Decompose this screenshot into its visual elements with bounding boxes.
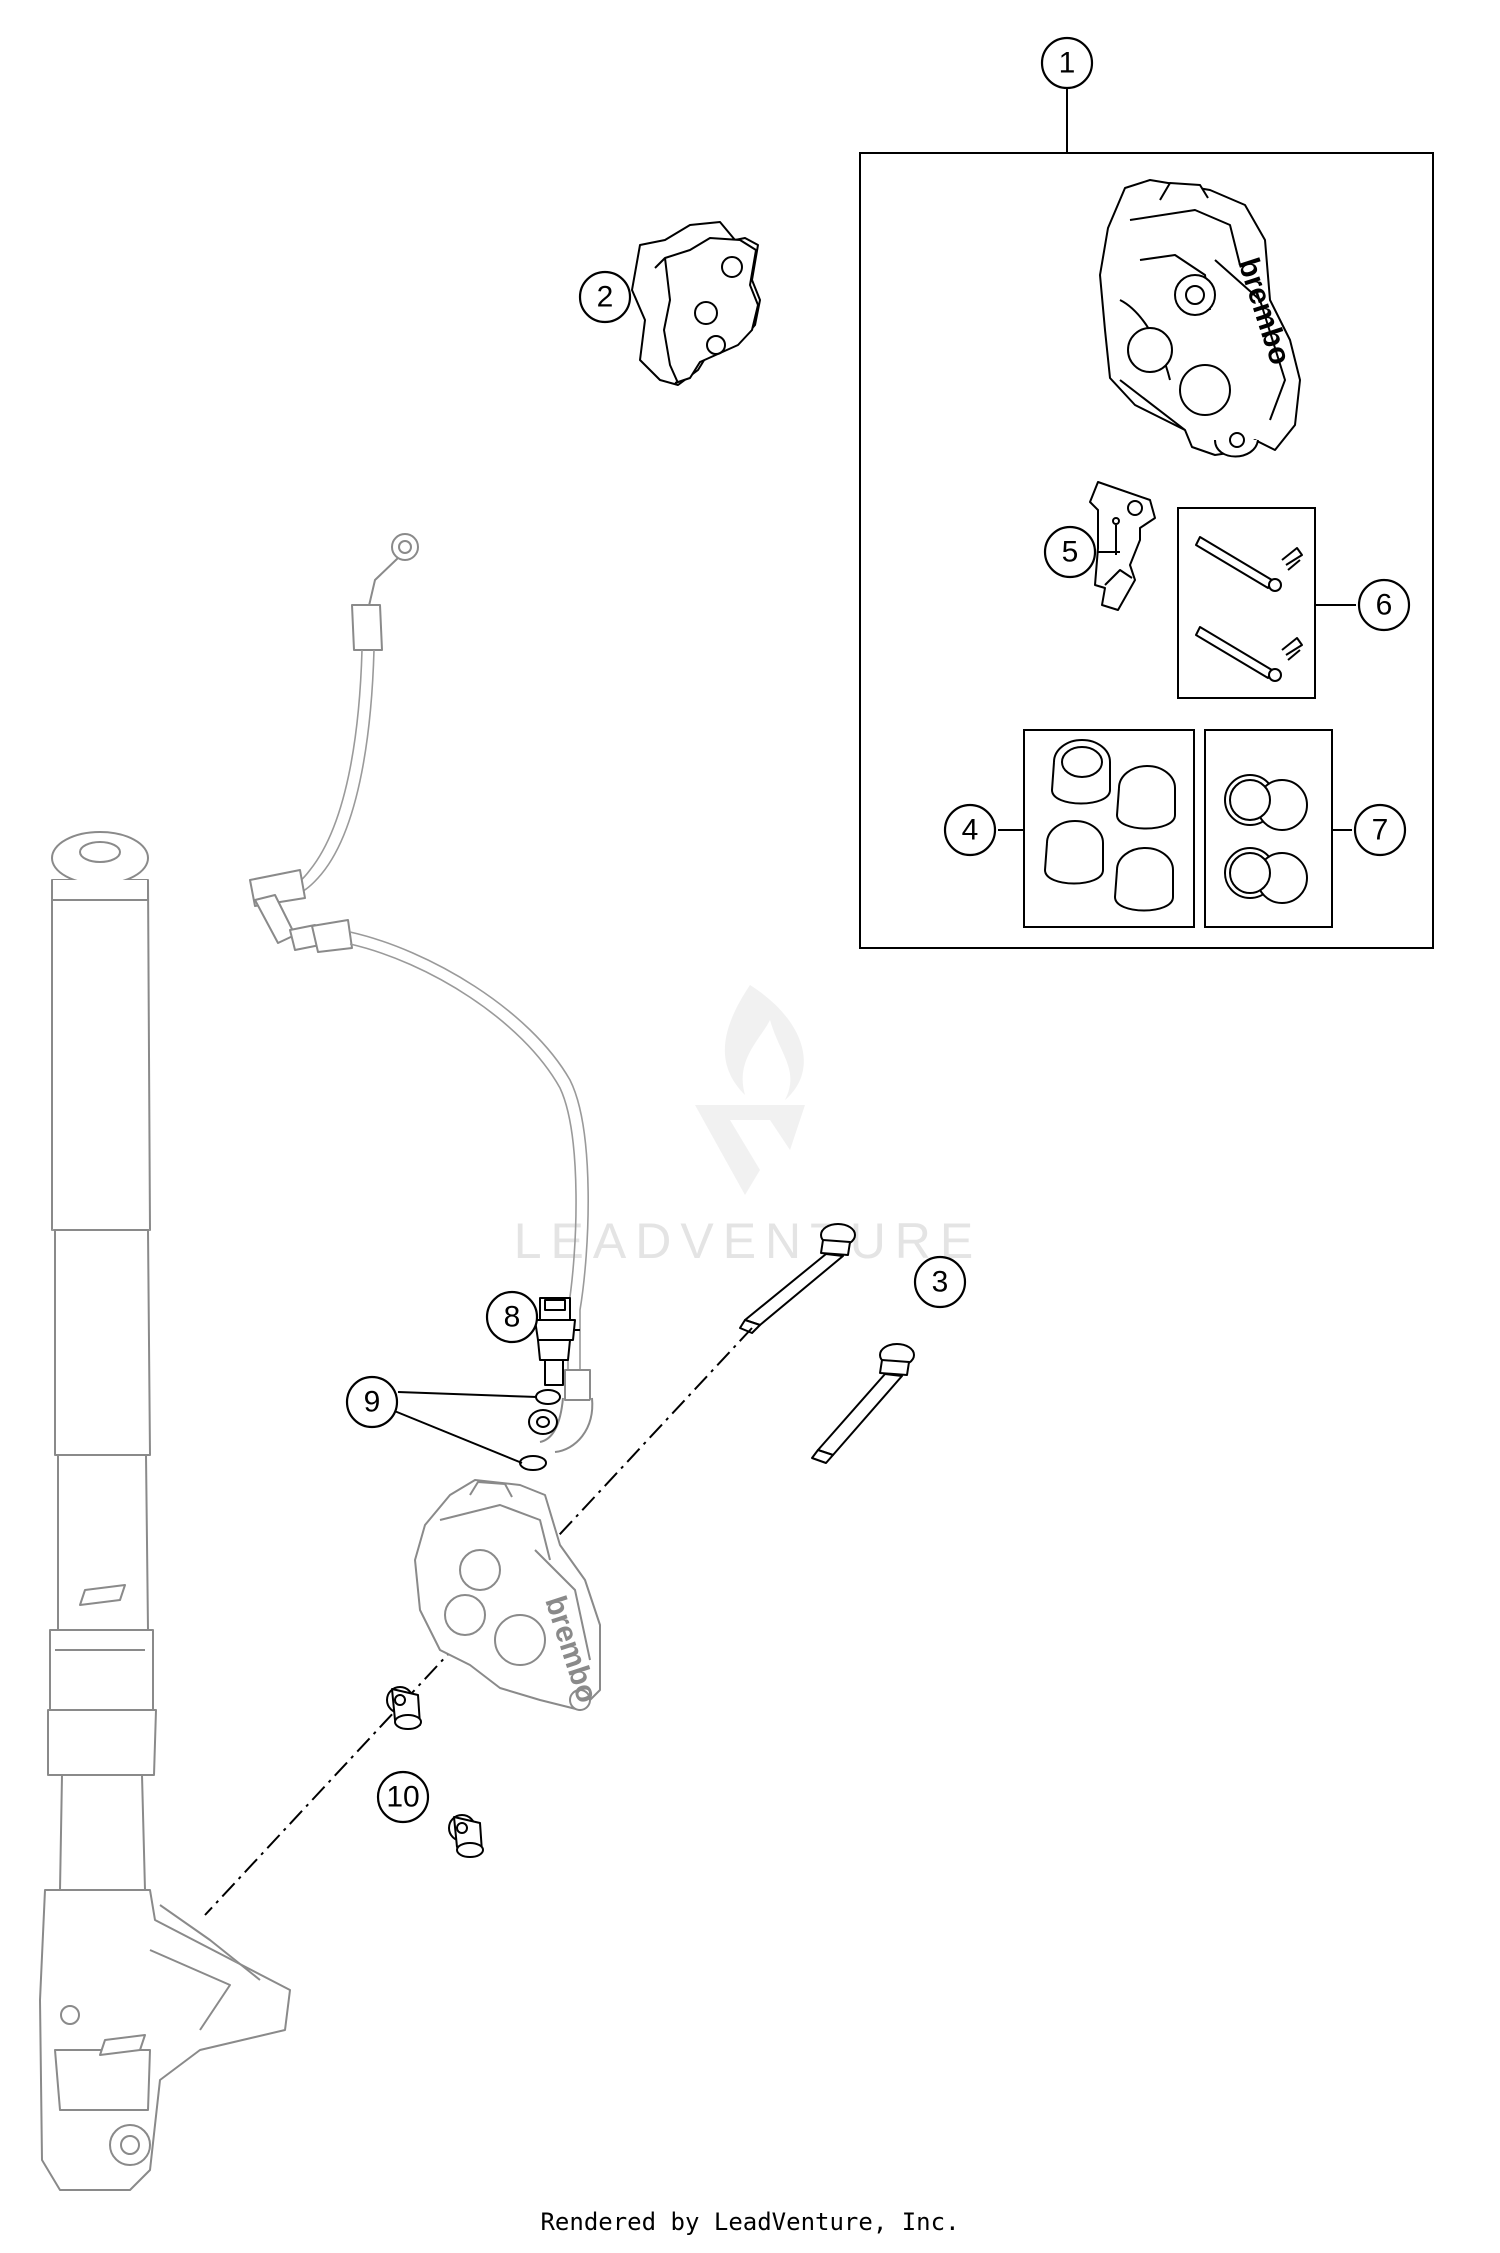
callout-7-label: 7 — [1372, 814, 1389, 847]
piston-4 — [1114, 847, 1174, 912]
callout-5-label: 5 — [1062, 536, 1079, 569]
pad-spring-clip — [1089, 481, 1156, 611]
piston-2 — [1116, 765, 1176, 830]
washer-lower — [519, 1455, 547, 1471]
spacer-upper — [386, 1686, 422, 1730]
flame-logo-icon — [695, 985, 805, 1195]
callout-6-label: 6 — [1376, 589, 1393, 622]
callout-10: 10 — [376, 1770, 430, 1824]
leader-lines — [391, 551, 1356, 1464]
pad-pin-upper — [1195, 536, 1303, 592]
callout-2: 2 — [578, 270, 632, 324]
caliper-assembly-kit: brembo — [1099, 179, 1301, 458]
washer-upper — [535, 1389, 561, 1405]
pad-pin-lower — [1195, 626, 1303, 682]
callout-9: 9 — [345, 1375, 399, 1429]
watermark-text: LEADVENTURE — [514, 1213, 983, 1269]
brake-hose-ghost — [249, 533, 594, 1453]
callout-8-label: 8 — [504, 1301, 521, 1334]
callout-4-label: 4 — [962, 814, 979, 847]
caliper-kit-box — [859, 88, 1434, 949]
mounting-bolt-upper — [739, 1223, 856, 1334]
pin-set-box — [1177, 507, 1316, 699]
callout-6: 6 — [1357, 578, 1411, 632]
callout-3-label: 3 — [932, 1266, 949, 1299]
mounting-bolt-lower — [811, 1343, 915, 1464]
callout-10-label: 10 — [386, 1781, 419, 1814]
seal-ring-upper — [1224, 774, 1308, 831]
front-fork-ghost — [39, 831, 291, 2191]
callout-3: 3 — [913, 1255, 967, 1309]
sealing-washers — [519, 1389, 561, 1471]
callout-2-label: 2 — [597, 281, 614, 314]
callout-1: 1 — [1040, 36, 1094, 90]
spacer-lower — [448, 1814, 484, 1858]
leadventure-watermark: LEADVENTURE — [514, 985, 983, 1269]
bleed-screw-assembly — [534, 1297, 580, 1386]
piston-3 — [1044, 820, 1104, 885]
brake-pads — [631, 221, 761, 386]
callout-5: 5 — [1043, 525, 1097, 579]
callout-7: 7 — [1353, 803, 1407, 857]
piston-1 — [1051, 739, 1111, 805]
callout-8: 8 — [485, 1290, 539, 1344]
callout-1-label: 1 — [1059, 47, 1076, 80]
seal-kit-box — [1204, 729, 1333, 928]
callout-9-label: 9 — [364, 1386, 381, 1419]
render-credit: Rendered by LeadVenture, Inc. — [540, 2208, 960, 2236]
caliper-ghost: brembo — [414, 1479, 604, 1711]
banjo-fitting — [528, 1409, 558, 1435]
callout-4: 4 — [943, 803, 997, 857]
seal-ring-lower — [1224, 847, 1308, 904]
piston-set-box — [1023, 729, 1195, 928]
